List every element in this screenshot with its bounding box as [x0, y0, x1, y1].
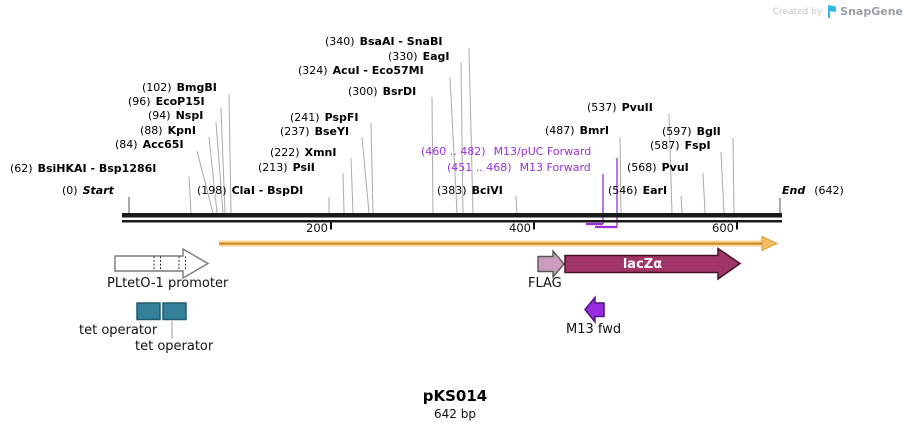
plasmid-length: 642 bp	[434, 407, 476, 421]
site-label-bsrdi[interactable]: (300)BsrDI	[348, 85, 417, 98]
tet-operator-box-1[interactable]	[136, 302, 161, 321]
ruler-tick-400: 400	[509, 221, 531, 235]
site-label-bcivi[interactable]: (383)BciVI	[437, 184, 503, 197]
site-label-eari[interactable]: (546)EarI	[608, 184, 668, 197]
site-label-pspfi[interactable]: (241)PspFI	[290, 111, 359, 124]
map-title-block: pKS014 642 bp	[0, 387, 910, 421]
tet-operator-label-1[interactable]: tet operator	[79, 323, 158, 338]
lacz-arrow-label: lacZα	[622, 257, 663, 272]
tet-operator-box-2[interactable]	[162, 302, 187, 321]
site-label-xmni[interactable]: (222)XmnI	[270, 146, 337, 159]
plasmid-name: pKS014	[422, 387, 488, 405]
sequence-line[interactable]	[122, 213, 782, 223]
site-leader-lines	[188, 47, 735, 214]
site-label-bsaai-snabi[interactable]: (340)BsaAI - SnaBI	[325, 35, 443, 48]
site-label-ecop15i[interactable]: (96)EcoP15I	[128, 95, 205, 108]
site-label-nspi[interactable]: (94)NspI	[148, 109, 204, 122]
site-label-bgli[interactable]: (597)BglI	[662, 125, 721, 138]
snapgene-watermark: Created by SnapGene	[773, 5, 903, 18]
start-label[interactable]: (0)Start	[62, 184, 114, 197]
m13-fwd-arrow[interactable]	[584, 295, 605, 325]
brand-text: SnapGene	[840, 5, 903, 18]
promoter-arrow[interactable]	[114, 247, 210, 280]
region-span-arrow[interactable]	[219, 235, 779, 252]
site-label-fspi[interactable]: (587)FspI	[650, 139, 711, 152]
site-label-acc65i[interactable]: (84)Acc65I	[115, 138, 184, 151]
snapgene-flag-icon	[828, 5, 837, 18]
ruler-tick-200: 200	[306, 221, 328, 235]
site-label-bsihkai-bsp1286i[interactable]: (62)BsiHKAI - Bsp1286I	[10, 162, 157, 175]
end-label[interactable]: End(642)	[782, 184, 844, 197]
created-by-text: Created by	[772, 6, 823, 17]
site-label-clai-bspdi[interactable]: (198)ClaI - BspDI	[197, 184, 304, 197]
ruler-tick-600: 600	[712, 221, 734, 235]
site-label-pvuii[interactable]: (537)PvuII	[587, 101, 653, 114]
tet-operator-label-2[interactable]: tet operator	[135, 339, 214, 354]
promoter-label[interactable]: PLtetO-1 promoter	[107, 276, 229, 291]
site-label-pvui[interactable]: (568)PvuI	[627, 161, 689, 174]
site-label-bseyi[interactable]: (237)BseYI	[280, 125, 350, 138]
site-label-psii[interactable]: (213)PsiI	[258, 161, 315, 174]
site-label-kpni[interactable]: (88)KpnI	[140, 124, 196, 137]
ruler-ticks	[330, 222, 738, 230]
primer-label-m13-puc-forward[interactable]: (460 .. 482)M13/pUC Forward	[421, 145, 592, 158]
primer-label-m13-forward[interactable]: (451 .. 468)M13 Forward	[447, 161, 591, 174]
m13-fwd-label[interactable]: M13 fwd	[566, 322, 622, 337]
flag-arrow[interactable]	[537, 249, 565, 279]
site-label-bmgbi[interactable]: (102)BmgBI	[142, 81, 217, 94]
lacz-arrow[interactable]	[564, 247, 742, 281]
flag-label[interactable]: FLAG	[528, 276, 562, 291]
start-end-leaders	[128, 197, 781, 213]
site-label-acui-eco57mi[interactable]: (324)AcuI - Eco57MI	[298, 64, 424, 77]
site-label-bmri[interactable]: (487)BmrI	[545, 124, 609, 137]
promoter-dotted-marks	[153, 256, 186, 271]
site-label-eagi[interactable]: (330)EagI	[388, 50, 450, 63]
